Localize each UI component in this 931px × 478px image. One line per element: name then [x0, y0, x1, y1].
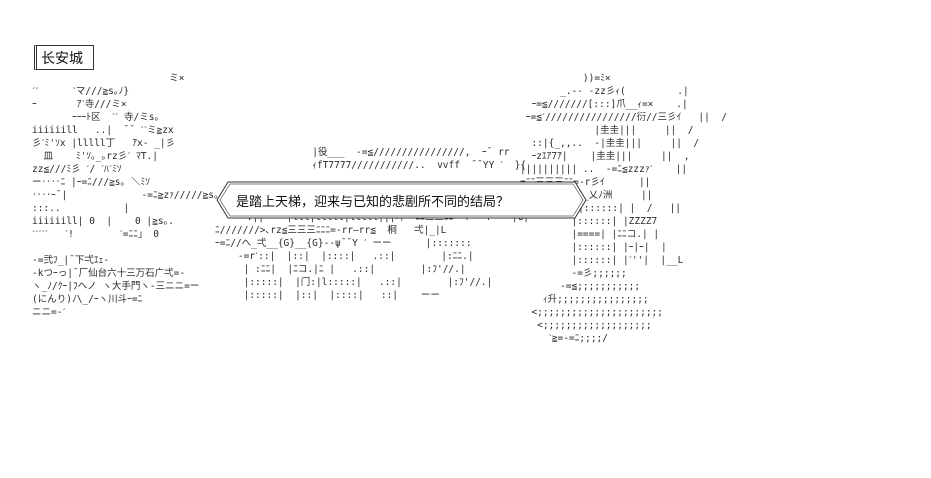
location-title: 长安城 — [34, 45, 94, 70]
ascii-art-middle: |役___ -=≦////////////////, ｰˉ rr ｨfT7777… — [215, 147, 529, 301]
speech-bubble: 是踏上天梯，迎来与已知的悲剧所不同的结局？ — [216, 181, 587, 219]
speech-text: 是踏上天梯，迎来与已知的悲剧所不同的结局？ — [236, 195, 510, 210]
ascii-art-right: ))=ﾐ× _.-- -zz彡ｨ( .| ｰ=≦///////[:::]爪__ｨ… — [520, 73, 728, 344]
ascii-art-left: ミ× ˊˊ ˋマ///≧s｡ﾉ} ｰ ｱˊ寺///ミ× ｰｰｰﾄ区 ˋˋ 寺/ミ… — [32, 73, 225, 318]
speech-bubble-outline — [216, 181, 587, 219]
